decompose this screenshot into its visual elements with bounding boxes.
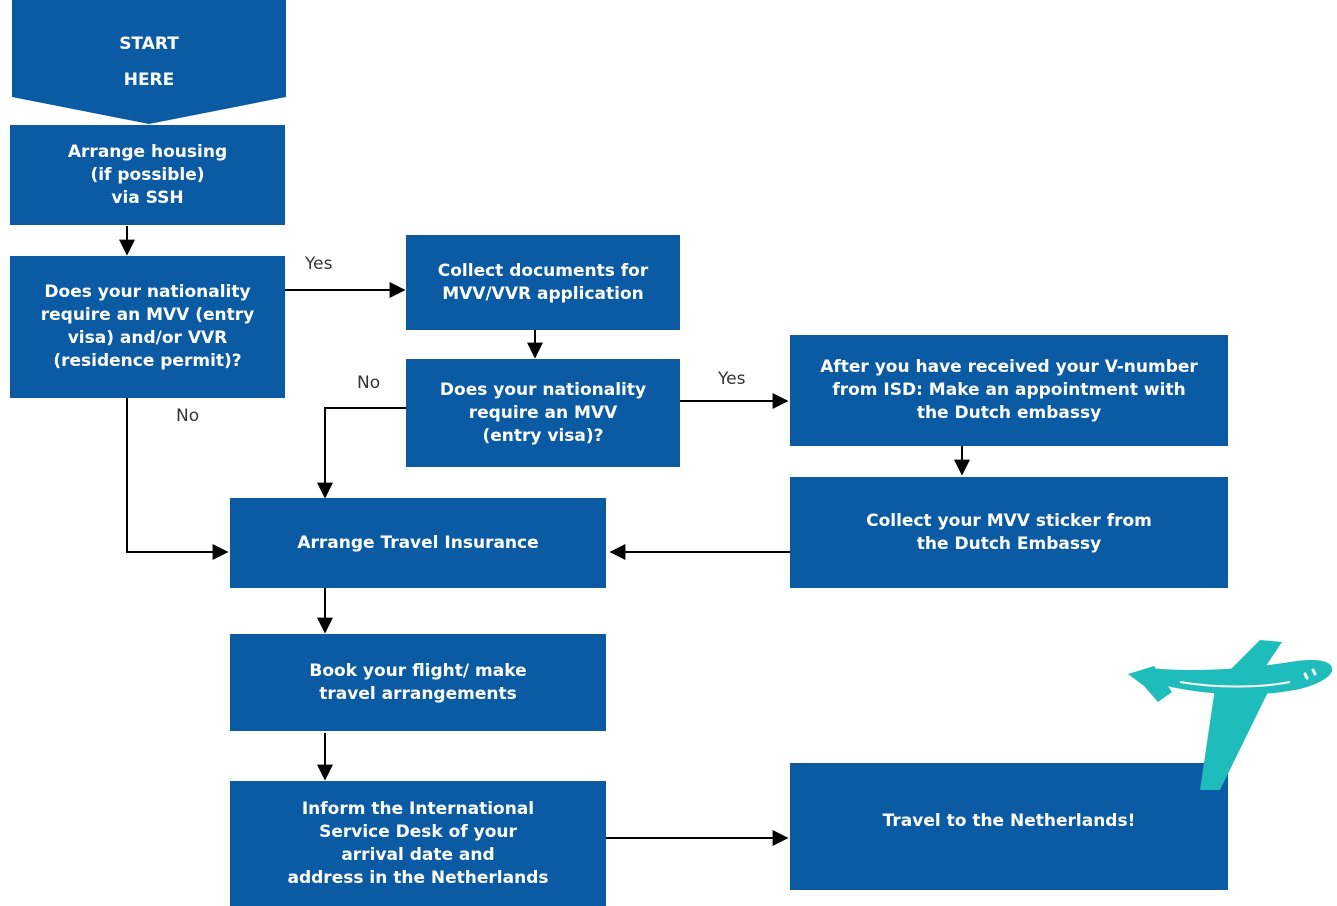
airplane-icon [1128,640,1333,790]
step-collect-sticker: Collect your MVV sticker from the Dutch … [790,477,1228,588]
step-embassy-appointment: After you have received your V-number fr… [790,335,1228,446]
step-arrange-housing: Arrange housing (if possible) via SSH [10,125,285,225]
edge-label-no: No [176,406,200,426]
step-collect-documents: Collect documents for MVV/VVR applicatio… [406,235,680,330]
arrow-no2-to-insurance [317,407,406,499]
decision-mvv: Does your nationality require an MVV (en… [406,359,680,467]
arrow-no-to-insurance [126,398,229,560]
step-book-flight: Book your flight/ make travel arrangemen… [230,634,606,731]
step-travel-insurance: Arrange Travel Insurance [230,498,606,588]
edge-label-no: No [357,373,381,393]
step-travel-netherlands: Travel to the Netherlands! [790,763,1228,890]
decision-mvv-vvr: Does your nationality require an MVV (en… [10,256,285,398]
step-inform-isd: Inform the International Service Desk of… [230,781,606,906]
start-label: START HERE [119,34,179,90]
start-shape [12,0,286,124]
edge-label-yes: Yes [718,369,746,389]
edge-label-yes: Yes [305,254,333,274]
